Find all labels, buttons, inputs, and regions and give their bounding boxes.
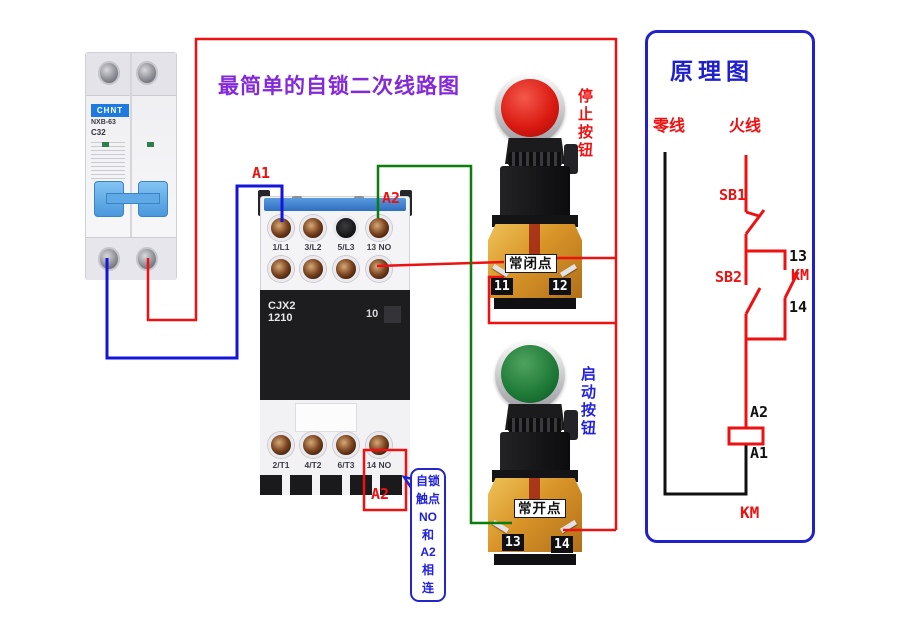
terminal-label: 13 NO: [366, 242, 392, 252]
coil-a2-label: A2: [750, 403, 769, 421]
breaker-screw: [98, 247, 120, 271]
contactor-label-strip: [295, 403, 357, 432]
breaker-pole-divider: [130, 53, 132, 279]
breaker-screw: [136, 61, 158, 85]
terminal-label: 5/L3: [337, 242, 355, 252]
start-pushbutton: 常开点 13 14: [480, 338, 590, 578]
km-coil-label: KM: [740, 503, 760, 522]
km-contact-label: KM: [791, 266, 810, 284]
breaker-handle-bridge: [106, 193, 160, 204]
contactor-terminal-screw: [333, 256, 359, 282]
contactor-terminal-screw-L1: [268, 215, 294, 241]
nc-contact-label: 常闭点: [505, 254, 557, 273]
start-button-knurl-ring: [508, 418, 562, 433]
contactor-terminal-screw-T3: [333, 432, 359, 458]
selflock-a2-annotation: A2: [371, 485, 390, 503]
coil-a1-annotation: A1: [252, 164, 271, 182]
contact-13-label: 13: [789, 247, 808, 265]
callout-line: 连: [421, 581, 434, 596]
contactor-terminal-screw-T1: [268, 432, 294, 458]
breaker-indicator: [102, 142, 109, 147]
breaker-model-label: NXB-63: [91, 119, 116, 126]
stop-button-knurl-ring: [508, 152, 562, 167]
breaker-brand-label: CHNT: [91, 104, 129, 117]
contactor-aux-rating: 10: [366, 308, 379, 320]
neutral-wire-label: 零线: [653, 118, 686, 135]
selflock-callout-bubble: 自锁 触点 NO 和 A2 相 连: [410, 468, 446, 602]
breaker-screw: [136, 247, 158, 271]
contactor-hole: [333, 215, 359, 241]
stop-terminal-11: 11: [491, 278, 513, 295]
sb1-label: SB1: [719, 186, 747, 204]
page-title: 最简单的自锁二次线路图: [218, 75, 460, 98]
contactor-terminal-screw-13NO: [366, 256, 392, 282]
terminal-label: 1/L1: [272, 242, 290, 252]
callout-line: 触点: [415, 491, 440, 506]
breaker-indicator: [147, 142, 154, 147]
stop-button-base: [494, 298, 576, 309]
callout-line: 相: [421, 563, 434, 578]
stop-button-bezel: [495, 74, 565, 144]
stop-button-annotation: 停止按钮: [576, 88, 593, 160]
live-wire-label: 火线: [729, 118, 762, 135]
sb2-label: SB2: [715, 268, 743, 286]
start-button-bezel: [495, 340, 565, 410]
contactor-terminal-screw-L2: [300, 215, 326, 241]
contactor-model-line1: CJX2: [268, 300, 296, 312]
contactor-terminal-screw-T2: [300, 432, 326, 458]
start-button-base: [494, 554, 576, 565]
coil-a2-annotation: A2: [382, 189, 401, 207]
contactor: 1/L1 3/L2 5/L3 13 NO CJX2 1210 10 2/T1: [258, 190, 412, 495]
coil-a1-label: A1: [750, 444, 769, 462]
contactor-terminal-screw-A2: [366, 215, 392, 241]
no-contact-label: 常开点: [514, 499, 566, 518]
contactor-terminal-screw: [268, 256, 294, 282]
contactor-aux-window: [384, 306, 401, 323]
terminal-label: 14 NO: [366, 460, 392, 470]
contactor-mid-section: CJX2 1210 10: [260, 290, 410, 485]
terminal-label: 4/T2: [304, 460, 322, 470]
start-terminal-13: 13: [502, 534, 524, 551]
contactor-terminal-screw-14NO: [366, 432, 392, 458]
terminal-label: 2/T1: [272, 460, 290, 470]
callout-line: 和: [421, 527, 434, 542]
schematic-panel: [645, 30, 815, 543]
stop-terminal-12: 12: [549, 278, 571, 295]
schematic-title: 原理图: [670, 58, 754, 84]
callout-line: A2: [420, 545, 436, 560]
terminal-label: 3/L2: [304, 242, 322, 252]
start-button-annotation: 启动按钮: [579, 366, 596, 438]
contact-14-label: 14: [789, 298, 808, 316]
terminal-label: 6/T3: [337, 460, 355, 470]
contactor-model: CJX2 1210: [268, 300, 296, 324]
stop-contact-stripe: [529, 224, 540, 256]
contactor-terminal-screw: [300, 256, 326, 282]
callout-line: NO: [419, 509, 437, 524]
contactor-model-line2: 1210: [268, 312, 293, 324]
circuit-breaker: CHNT NXB-63 C32: [85, 52, 177, 280]
breaker-screw: [98, 61, 120, 85]
contactor-lower-section: 2/T1 4/T2 6/T3 14 NO: [260, 400, 410, 475]
start-button-green-cap: [501, 345, 559, 403]
stop-button-red-cap: [501, 79, 559, 137]
callout-line: 自锁: [415, 473, 440, 488]
breaker-rating-label: C32: [91, 128, 106, 137]
start-terminal-14: 14: [551, 536, 573, 553]
